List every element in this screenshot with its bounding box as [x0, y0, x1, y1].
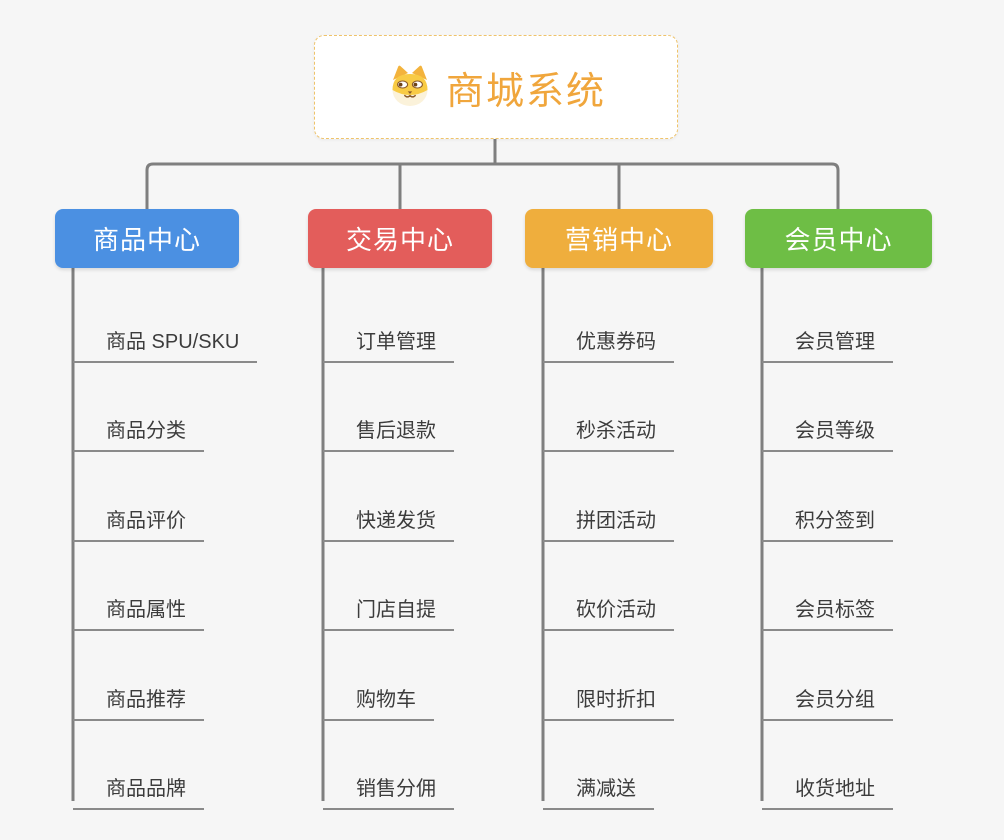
leaf-item-store-pickup[interactable]: 门店自提	[323, 576, 454, 631]
root-title: 商城系统	[445, 70, 606, 113]
leaf-item-bargain-activity[interactable]: 砍价活动	[543, 576, 674, 631]
leaf-item-member-group[interactable]: 会员分组	[762, 666, 893, 721]
leaf-item-member-management[interactable]: 会员管理	[762, 308, 893, 363]
branch-label: 会员中心	[784, 225, 893, 255]
leaf-item-spend-save[interactable]: 满减送	[543, 755, 654, 810]
leaf-item-product-brand[interactable]: 商品品牌	[73, 755, 204, 810]
leaf-item-product-category[interactable]: 商品分类	[73, 397, 204, 452]
leaf-item-express-delivery[interactable]: 快递发货	[323, 487, 454, 542]
leaf-item-member-level[interactable]: 会员等级	[762, 397, 893, 452]
branch-node-marketing-center[interactable]: 营销中心	[525, 209, 713, 268]
leaf-item-product-review[interactable]: 商品评价	[73, 487, 204, 542]
leaf-item-coupon-code[interactable]: 优惠券码	[543, 308, 674, 363]
leaf-item-group-buy[interactable]: 拼团活动	[543, 487, 674, 542]
branch-label: 交易中心	[345, 225, 454, 255]
leaf-item-order-management[interactable]: 订单管理	[323, 308, 454, 363]
leaf-item-aftersale-refund[interactable]: 售后退款	[323, 397, 454, 452]
leaf-item-shopping-cart[interactable]: 购物车	[323, 666, 434, 721]
dog-icon	[392, 65, 428, 106]
leaf-item-product-attribute[interactable]: 商品属性	[73, 576, 204, 631]
root-node-mall-system[interactable]: 商城系统	[314, 35, 678, 139]
leaf-item-limited-time-discount[interactable]: 限时折扣	[543, 666, 674, 721]
leaf-item-product-recommend[interactable]: 商品推荐	[73, 666, 204, 721]
branch-node-trade-center[interactable]: 交易中心	[308, 209, 492, 268]
leaf-item-product-spu-sku[interactable]: 商品 SPU/SKU	[73, 308, 258, 363]
leaf-item-points-checkin[interactable]: 积分签到	[762, 487, 893, 542]
branch-node-member-center[interactable]: 会员中心	[745, 209, 932, 268]
leaf-item-shipping-address[interactable]: 收货地址	[762, 755, 893, 810]
leaf-item-sales-commission[interactable]: 销售分佣	[323, 755, 454, 810]
branch-rail-line	[145, 162, 840, 209]
branch-label: 营销中心	[564, 225, 673, 255]
branch-label: 商品中心	[92, 225, 201, 255]
branch-node-product-center[interactable]: 商品中心	[55, 209, 239, 268]
leaf-item-member-tag[interactable]: 会员标签	[762, 576, 893, 631]
leaf-item-flash-sale[interactable]: 秒杀活动	[543, 397, 674, 452]
